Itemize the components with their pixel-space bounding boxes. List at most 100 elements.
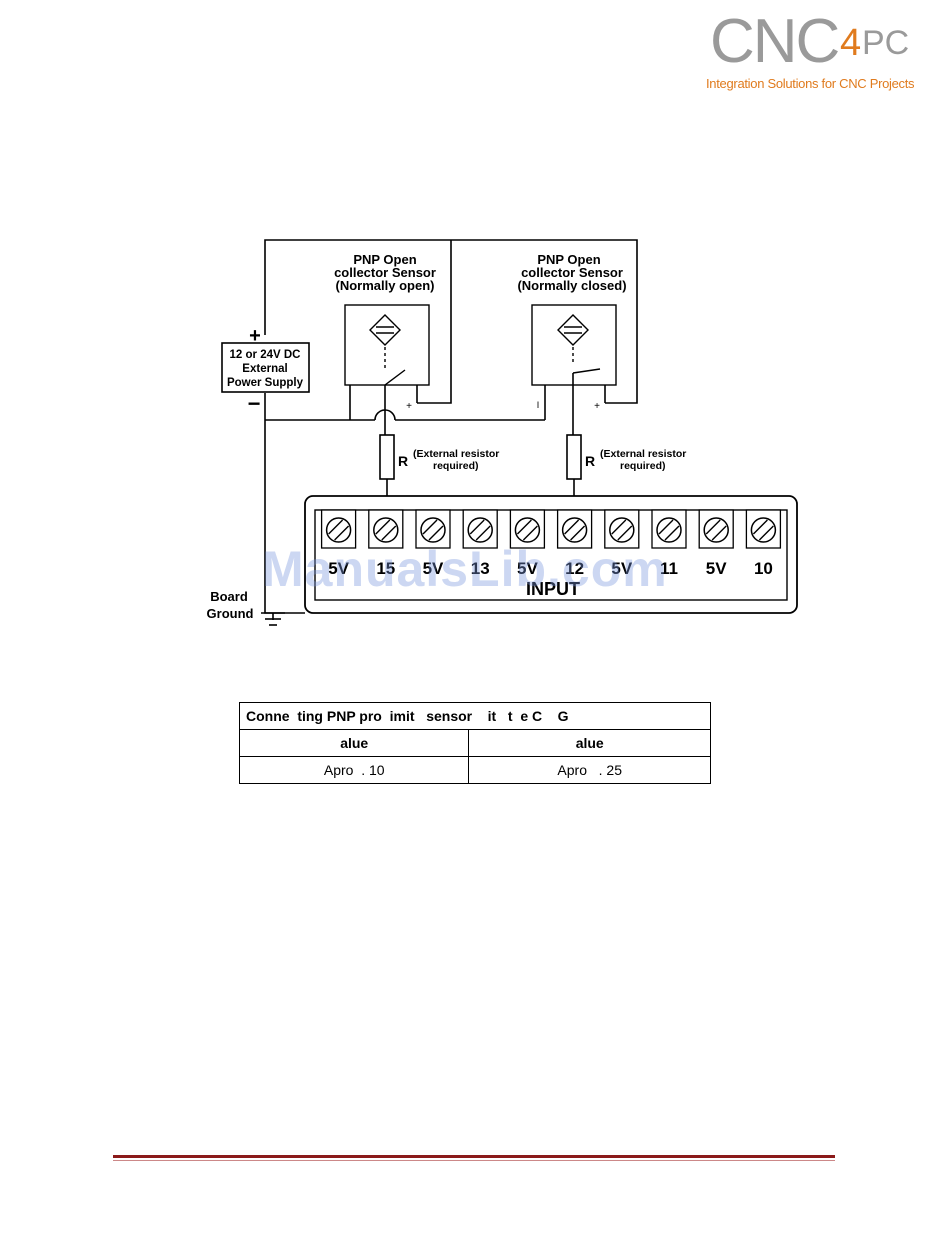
terminal-label: 5V <box>517 559 538 578</box>
table-value-right: Apro . 25 <box>468 756 711 784</box>
terminal-screw-head <box>656 517 682 543</box>
terminal-screw-head <box>561 517 588 543</box>
terminal-block-inner <box>314 509 788 601</box>
terminal-label: 15 <box>376 559 395 578</box>
resistor-2-label: R <box>585 453 595 469</box>
terminal-screw-slot <box>381 525 397 541</box>
resistor-2 <box>566 434 582 480</box>
resistor-1-note-1: (External resistor <box>413 448 499 460</box>
resistor-2-note-2: required) <box>620 460 666 472</box>
resistor-1-note-2: required) <box>433 460 479 472</box>
wire-top-loop <box>264 239 638 404</box>
terminal-screw-slot <box>658 519 674 535</box>
terminal-4: 13 <box>462 509 498 578</box>
terminal-screw-slot <box>522 525 538 541</box>
sensor-nc-symbol <box>557 314 601 374</box>
power-plus-sign: + <box>249 325 261 347</box>
logo-brand-number: 4 <box>840 22 862 64</box>
terminal-label: 10 <box>754 559 773 578</box>
table-header-right: alue <box>468 729 711 757</box>
logo-tagline: Integration Solutions for CNC Projects <box>706 76 915 91</box>
manualslib-watermark: ManualsLib.com <box>262 541 668 597</box>
terminal-label: 5V <box>328 559 349 578</box>
sensor-nc-pin-minus: I <box>537 400 540 410</box>
wire-top-inner <box>417 240 452 404</box>
wiring-diagram: 12 or 24V DC External Power Supply + − P… <box>195 230 815 640</box>
footer-rule-thin <box>113 1160 835 1161</box>
terminal-screw-slot <box>328 519 344 535</box>
cnc4pc-logo: CNC 4 PC Integration Solutions for CNC P… <box>700 10 930 100</box>
terminal-label: 12 <box>565 559 584 578</box>
terminal-label: 11 <box>660 559 678 578</box>
resistor-2-note-1: (External resistor <box>600 448 686 460</box>
logo-brand-suffix: PC <box>862 24 910 62</box>
terminal-screw-slot <box>516 519 532 535</box>
terminal-screws: 5V 15 5V 13 5V 12 5V 11 5V 10 <box>320 509 782 578</box>
power-supply-line-2: External <box>242 363 287 375</box>
terminal-label: 5V <box>611 559 632 578</box>
logo-brand-main: CNC <box>710 7 840 76</box>
terminal-3: 5V <box>415 509 451 578</box>
terminal-screw-head <box>703 517 729 543</box>
terminal-screw-slot <box>758 525 774 541</box>
terminal-label: 13 <box>471 559 490 578</box>
sensor-nc-box <box>531 304 617 386</box>
sensor-nc-title-3: (Normally closed) <box>517 278 626 293</box>
resistor-1 <box>379 434 395 480</box>
sensor-nc-title-1: PNP Open <box>537 252 600 267</box>
terminal-screw-slot <box>475 525 491 541</box>
terminal-screw-slot <box>375 519 391 535</box>
terminal-screw-head <box>750 517 777 543</box>
resistor-1-label: R <box>398 453 408 469</box>
terminal-screw-slot <box>752 519 768 535</box>
power-minus-sign: − <box>248 391 261 416</box>
sensor-nc-pin-plus: + <box>594 401 600 412</box>
table-header-left: alue <box>238 729 470 757</box>
terminal-7: 5V <box>604 509 640 578</box>
terminal-screw-slot <box>570 525 586 541</box>
terminal-label: 5V <box>423 559 444 578</box>
terminal-screw-slot <box>428 525 444 541</box>
terminal-screw-head <box>467 517 493 543</box>
terminal-9: 5V <box>698 509 734 578</box>
terminal-screw-head <box>420 517 446 543</box>
terminal-8: 11 <box>651 509 687 578</box>
terminal-10: 10 <box>745 509 782 578</box>
terminal-2: 15 <box>368 509 404 578</box>
sensor-no-box <box>344 304 430 386</box>
terminal-screw-head <box>514 517 541 543</box>
sensor-no-title-2: collector Sensor <box>334 265 436 280</box>
terminal-screw-slot <box>611 519 627 535</box>
board-ground-line-1: Board <box>210 589 248 604</box>
terminal-screw-slot <box>711 525 727 541</box>
terminal-screw-slot <box>664 525 680 541</box>
terminal-input-label: INPUT <box>526 579 580 599</box>
terminal-6: 12 <box>556 509 593 578</box>
power-supply-box <box>221 342 310 393</box>
footer-rule <box>113 1155 835 1158</box>
terminal-screw-slot <box>422 519 438 535</box>
terminal-screw-head <box>609 517 635 543</box>
terminal-label: 5V <box>706 559 727 578</box>
terminal-screw-slot <box>469 519 485 535</box>
sensor-no-title-3: (Normally open) <box>336 278 435 293</box>
table-caption: Conne ting PNP pro imit sensor it t e C … <box>239 702 711 730</box>
sensor-no-pin-plus: + <box>406 401 412 412</box>
sensor-no-pin-minus: I <box>349 400 352 410</box>
sensor-value-table: Conne ting PNP pro imit sensor it t e C … <box>238 702 711 784</box>
terminal-screw-slot <box>564 519 580 535</box>
terminal-screw-head <box>325 517 352 543</box>
terminal-1: 5V <box>320 509 357 578</box>
power-supply-line-1: 12 or 24V DC <box>230 349 301 361</box>
terminal-screw-slot <box>617 525 633 541</box>
sensor-no-symbol <box>369 314 406 386</box>
sensor-nc-title-2: collector Sensor <box>521 265 623 280</box>
terminal-screw-slot <box>334 525 350 541</box>
terminal-5: 5V <box>509 509 546 578</box>
terminal-screw-head <box>373 517 399 543</box>
board-ground-line-2: Ground <box>207 606 254 621</box>
terminal-screw-slot <box>705 519 721 535</box>
table-value-left: Apro . 10 <box>238 756 470 784</box>
power-supply-line-3: Power Supply <box>227 377 304 389</box>
sensor-no-title-1: PNP Open <box>353 252 416 267</box>
